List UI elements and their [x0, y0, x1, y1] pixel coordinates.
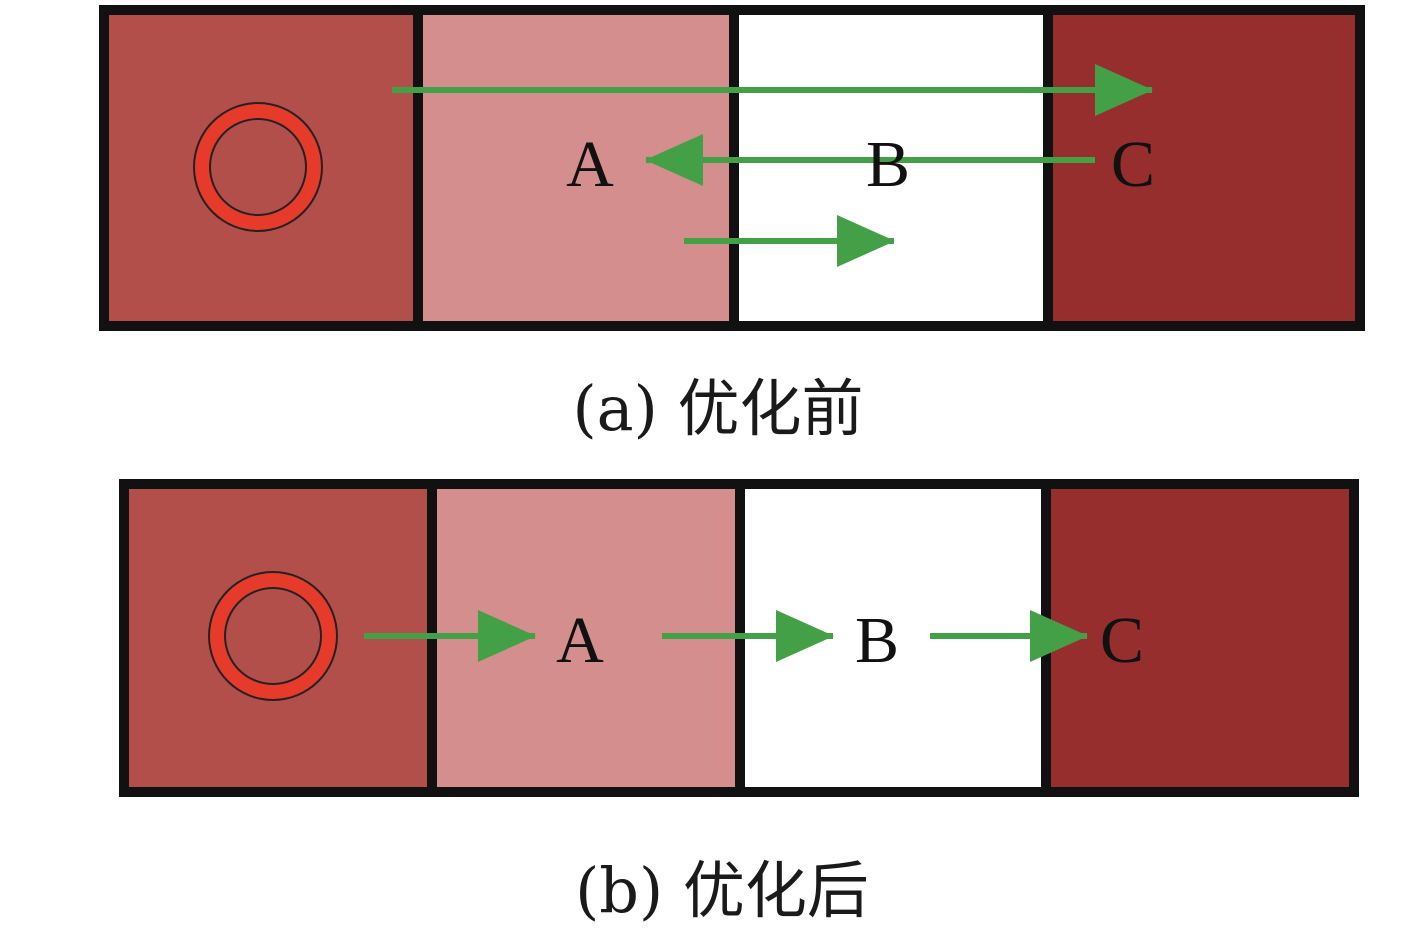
caption-b: (b) 优化后	[575, 854, 869, 927]
label-b: B	[855, 604, 899, 677]
label-c: C	[1100, 604, 1144, 677]
panel-b: A B C	[119, 479, 1359, 797]
label-b: B	[866, 128, 910, 201]
cell-3	[736, 10, 1048, 326]
cell-4	[1048, 484, 1354, 792]
label-a: A	[566, 128, 614, 201]
caption-a: (a) 优化前	[572, 372, 863, 445]
ring-icon	[193, 102, 323, 232]
ring-icon	[208, 571, 338, 701]
panel-a: A B C	[99, 5, 1365, 331]
cell-4	[1050, 10, 1360, 326]
label-a: A	[556, 604, 604, 677]
label-c: C	[1111, 128, 1155, 201]
